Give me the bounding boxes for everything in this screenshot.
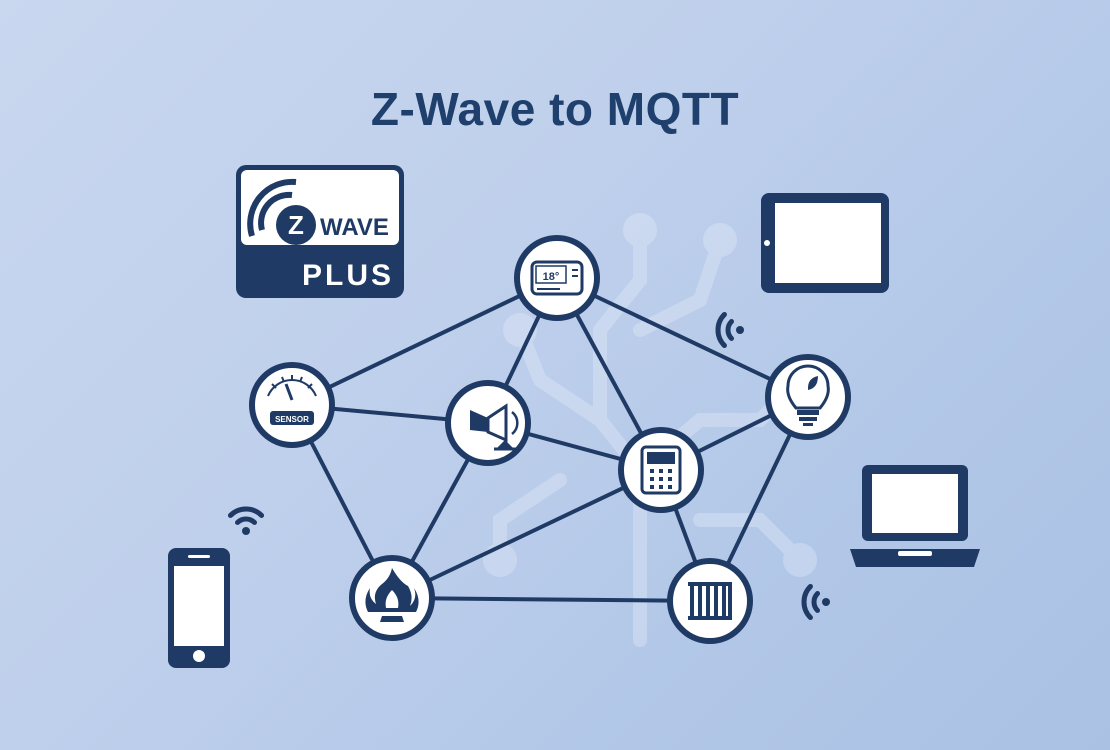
- thermostat-reading: 18°: [543, 271, 560, 283]
- wifi-signal-phone: [227, 506, 265, 535]
- zwave-badge-letter: Z: [288, 210, 304, 240]
- zwave-plus-logo: Z WAVE PLUS: [236, 165, 404, 298]
- wifi-signal-icon: [227, 311, 830, 621]
- thermostat-icon: [530, 260, 584, 296]
- light-bulb-icon: [786, 364, 830, 426]
- fire-alarm-node: [349, 555, 435, 641]
- page-title: Z-Wave to MQTT: [370, 83, 740, 135]
- tablet-icon: [761, 193, 889, 293]
- fire-alarm-icon: [365, 568, 419, 622]
- laptop-icon: [850, 465, 980, 567]
- sensor-node: SENSOR: [249, 362, 335, 448]
- zwave-wordmark: WAVE: [320, 214, 389, 241]
- zwave-badge: [276, 205, 316, 245]
- light-bulb-node: [765, 354, 851, 440]
- wifi-signal-laptop: [801, 583, 830, 621]
- link-keypad-fire: [391, 468, 662, 600]
- sensor-gauge-icon: SENSOR: [267, 375, 317, 425]
- link-fire-radiator: [391, 596, 711, 603]
- link-thermostat-bulb: [556, 276, 809, 399]
- thermostat-node: 18°: [514, 235, 600, 321]
- keypad-icon: [640, 445, 682, 495]
- siren-icon: [470, 403, 519, 451]
- sensor-label: SENSOR: [275, 415, 309, 424]
- smartphone-icon: [168, 548, 230, 668]
- link-thermostat-sensor: [291, 276, 558, 407]
- siren-node: [445, 380, 531, 466]
- wifi-signal-tablet: [715, 311, 744, 349]
- zwave-plus-text: PLUS: [302, 259, 394, 292]
- keypad-node: [618, 427, 704, 513]
- radiator-node: [667, 558, 753, 644]
- radiator-icon: [688, 582, 732, 620]
